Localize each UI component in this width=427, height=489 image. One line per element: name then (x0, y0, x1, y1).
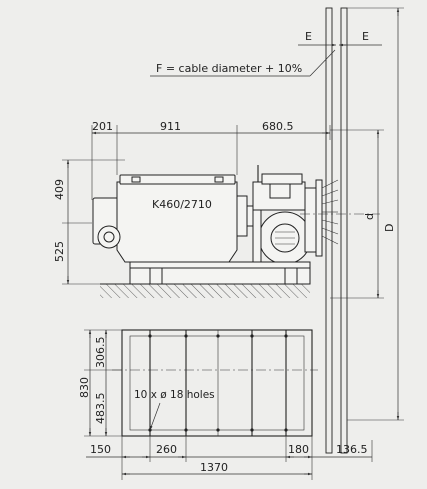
label-136-5: 136.5 (336, 443, 368, 456)
label-830: 830 (78, 377, 91, 398)
left-dimensions: 409 525 (53, 159, 125, 285)
label-525: 525 (53, 241, 66, 262)
top-dimensions: 201 911 680.5 (91, 120, 331, 200)
mount-holes (148, 334, 288, 432)
machine-assembly: K460/2710 (92, 165, 339, 266)
label-911: 911 (160, 120, 181, 133)
e-dimension: E E (298, 30, 382, 47)
label-201: 201 (92, 120, 113, 133)
bottom-dimensions: 150 260 180 136.5 1370 (86, 436, 373, 480)
label-306-5: 306.5 (94, 337, 107, 369)
label-e-left: E (305, 30, 312, 43)
label-d-small: d (363, 213, 376, 220)
label-1370: 1370 (200, 461, 228, 474)
base-frame (100, 261, 311, 298)
vertical-rails (325, 7, 348, 454)
label-260: 260 (156, 443, 177, 456)
label-e-right: E (362, 30, 369, 43)
cable-note: F = cable diameter + 10% (150, 49, 336, 77)
holes-note: 10 x ø 18 holes (134, 389, 215, 401)
label-150: 150 (90, 443, 111, 456)
label-680-5: 680.5 (262, 120, 294, 133)
label-d-large: D (383, 224, 396, 232)
label-180: 180 (288, 443, 309, 456)
diameter-dimensions: d D (330, 7, 404, 421)
label-483-5: 483.5 (94, 393, 107, 425)
cable-note-text: F = cable diameter + 10% (156, 62, 302, 75)
plan-view: 10 x ø 18 holes (112, 329, 318, 437)
label-409: 409 (53, 179, 66, 200)
plan-left-dimensions: 830 306.5 483.5 (78, 329, 122, 437)
model-label: K460/2710 (152, 198, 212, 211)
